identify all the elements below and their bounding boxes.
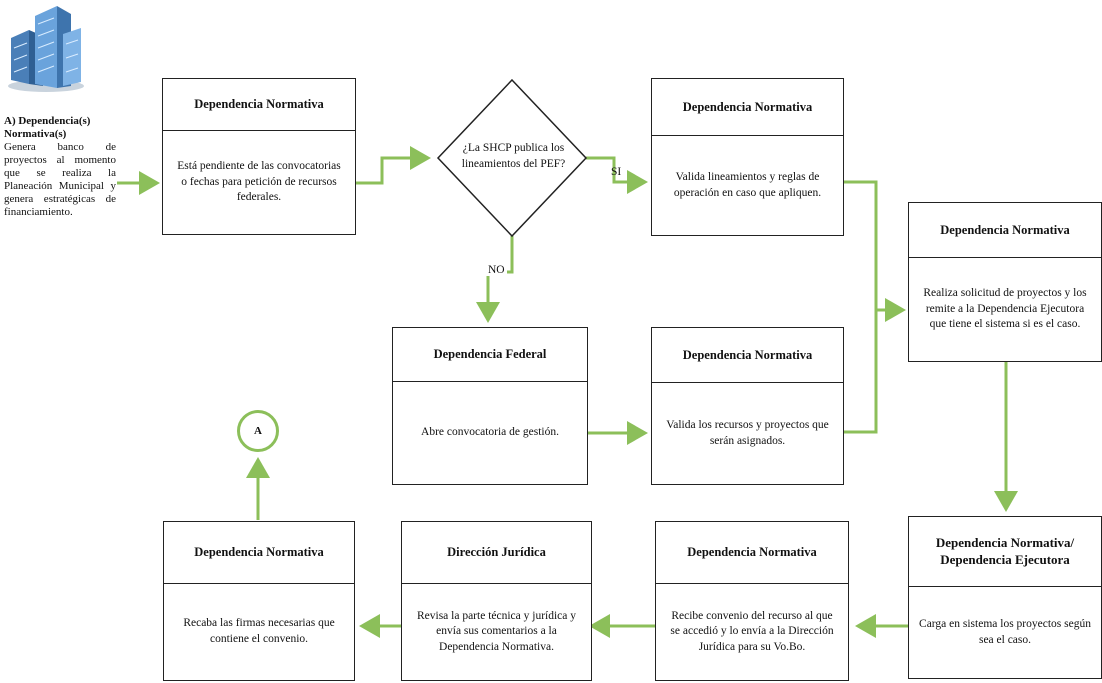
box-title: Dependencia Normativa (652, 79, 843, 136)
box-text: Recibe convenio del recurso al que se ac… (670, 609, 834, 653)
box-title: Dependencia Normativa (164, 522, 354, 584)
intro-description: Genera banco de proyectos al momento que… (4, 140, 116, 218)
box-convocatorias: Dependencia Normativa Está pendiente de … (162, 78, 356, 235)
box-text: Carga en sistema los proyectos según sea… (919, 617, 1091, 646)
box-text: Está pendiente de las convocatorias o fe… (177, 160, 341, 204)
box-text: Valida lineamientos y reglas de operació… (673, 170, 822, 199)
box-recibe: Dependencia Normativa Recibe convenio de… (655, 521, 849, 681)
line-valida-lineamientos-merge (843, 180, 878, 310)
box-text: Valida los recursos y proyectos que será… (666, 418, 829, 447)
building-icon (5, 4, 87, 92)
box-title: Dependencia Normativa (656, 522, 848, 584)
box-title: Dependencia Normativa (652, 328, 843, 383)
arrow-decision-yes (586, 156, 648, 194)
decision-no-label: NO (486, 264, 507, 276)
box-title: Dirección Jurídica (402, 522, 591, 584)
box-carga: Dependencia Normativa/ Dependencia Ejecu… (908, 516, 1102, 679)
box-title: Dependencia Normativa (163, 79, 355, 131)
box-text: Abre convocatoria de gestión. (421, 426, 559, 439)
arrow-decision-no (476, 236, 514, 323)
box-recaba: Dependencia Normativa Recaba las firmas … (163, 521, 355, 681)
box-title: Dependencia Normativa/ Dependencia Ejecu… (909, 517, 1101, 587)
box-federal: Dependencia Federal Abre convocatoria de… (392, 327, 588, 485)
decision-yes-label: SI (611, 166, 622, 178)
line-valida-recursos-merge (843, 310, 878, 434)
arrow-convocatorias-to-decision (355, 146, 431, 185)
box-title: Dependencia Federal (393, 328, 587, 382)
box-text: Realiza solicitud de proyectos y los rem… (923, 287, 1087, 331)
box-text: Recaba las firmas necesarias que contien… (183, 617, 335, 645)
intro-note: A) Dependencia(s) Normativa(s) Genera ba… (4, 115, 116, 219)
connector-a: A (237, 410, 279, 452)
box-juridica: Dirección Jurídica Revisa la parte técni… (401, 521, 592, 681)
decision-question: ¿La SHCP publica los lineamientos del PE… (461, 142, 566, 171)
box-solicitud: Dependencia Normativa Realiza solicitud … (908, 202, 1102, 362)
box-valida-lineamientos: Dependencia Normativa Valida lineamiento… (651, 78, 844, 236)
box-title: Dependencia Normativa (909, 203, 1101, 258)
box-valida-recursos: Dependencia Normativa Valida los recurso… (651, 327, 844, 485)
box-text: Revisa la parte técnica y jurídica y env… (416, 609, 576, 653)
decision-diamond (436, 78, 588, 238)
intro-title: A) Dependencia(s) Normativa(s) (4, 115, 91, 140)
